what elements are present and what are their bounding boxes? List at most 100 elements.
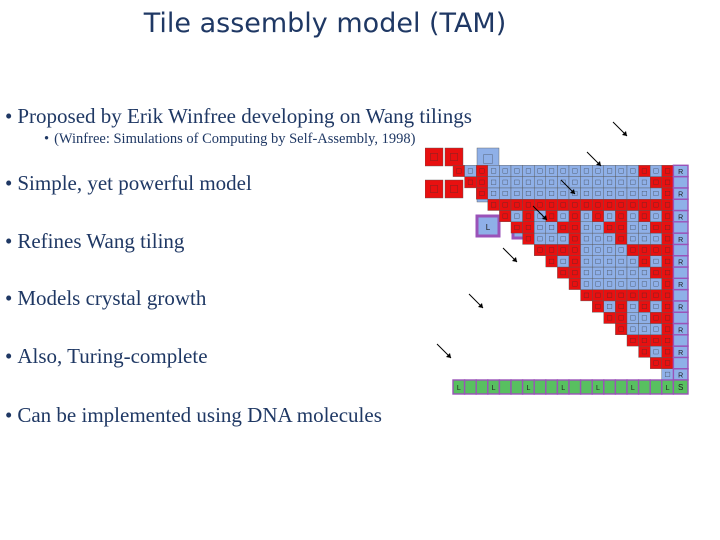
assembly-tile xyxy=(522,210,535,223)
assembly-tile xyxy=(649,198,662,211)
assembly-tile-inner xyxy=(665,236,671,242)
assembly-tile xyxy=(522,187,535,200)
assembly-tile-inner xyxy=(549,191,555,196)
assembly-tile-inner xyxy=(525,168,531,174)
assembly-tile-inner xyxy=(537,236,543,242)
bullet-text: Simple, yet powerful model xyxy=(17,171,252,195)
boundary-tile-bottom xyxy=(568,379,582,395)
assembly-tile xyxy=(568,232,581,245)
assembly-tile-inner xyxy=(630,225,636,230)
assembly-tile xyxy=(626,221,639,234)
assembly-tile-inner xyxy=(537,213,543,219)
assembly-tile xyxy=(580,176,593,189)
assembly-tile xyxy=(603,198,616,211)
assembly-tile-inner xyxy=(549,202,555,208)
assembly-tile xyxy=(661,198,674,211)
assembly-tile xyxy=(626,278,639,290)
assembly-tile xyxy=(649,187,662,200)
assembly-tile-inner xyxy=(665,168,671,174)
assembly-tile-inner xyxy=(537,179,543,185)
assembly-tile xyxy=(603,244,616,256)
assembly-tile-inner xyxy=(630,326,636,332)
assembly-tile xyxy=(591,255,604,268)
assembly-tile xyxy=(603,289,616,302)
assembly-tile-inner xyxy=(653,168,659,174)
assembly-tile xyxy=(499,165,512,177)
assembly-tile-inner xyxy=(595,236,601,242)
assembly-tile xyxy=(626,165,639,177)
assembly-tile xyxy=(615,300,628,313)
boundary-r-label: R xyxy=(678,214,683,221)
assembly-tile-inner xyxy=(525,213,531,219)
assembly-tile xyxy=(603,232,616,245)
bullet-crystal: •Models crystal growth xyxy=(5,286,206,311)
assembly-tile-inner xyxy=(583,168,589,174)
assembly-tile xyxy=(568,176,581,189)
bullet-dna: •Can be implemented using DNA molecules xyxy=(5,403,382,428)
assembly-tile-inner xyxy=(665,360,671,366)
assembly-tile xyxy=(638,266,651,279)
assembly-tile-inner xyxy=(549,258,555,264)
assembly-tile-inner xyxy=(607,247,613,253)
assembly-tile-inner xyxy=(665,258,671,264)
tile-set-blue-a-inner xyxy=(483,154,493,164)
assembly-tile xyxy=(649,176,662,189)
assembly-tile xyxy=(638,187,651,200)
assembly-tile-inner xyxy=(607,236,613,242)
assembly-tile xyxy=(638,311,651,324)
assembly-tile-inner xyxy=(595,179,601,185)
boundary-r-label: R xyxy=(678,192,683,199)
assembly-tile-inner xyxy=(641,349,647,355)
assembly-tile-inner xyxy=(537,225,543,230)
boundary-tile-bottom xyxy=(579,379,593,395)
assembly-tile-inner xyxy=(583,281,589,287)
assembly-tile-inner xyxy=(572,213,578,219)
assembly-tile xyxy=(661,323,674,336)
assembly-tile xyxy=(661,176,674,189)
assembly-tile xyxy=(533,244,546,256)
bullet-marker: • xyxy=(5,344,13,368)
boundary-r-label: R xyxy=(678,305,683,312)
assembly-tile xyxy=(487,176,500,189)
assembly-tile-inner xyxy=(525,191,531,196)
assembly-tile xyxy=(603,255,616,268)
assembly-tile-inner xyxy=(630,304,636,309)
assembly-tile xyxy=(626,244,639,256)
assembly-tile-inner xyxy=(491,202,497,208)
assembly-tile xyxy=(615,278,628,290)
assembly-tile-inner xyxy=(665,247,671,253)
assembly-tile xyxy=(510,176,523,189)
assembly-tile-inner xyxy=(572,179,578,185)
assembly-tile-inner xyxy=(607,315,613,321)
assembly-tile-inner xyxy=(583,270,589,276)
assembly-tile-inner xyxy=(653,258,659,264)
assembly-tile xyxy=(510,198,523,211)
assembly-tile xyxy=(615,165,628,177)
assembly-tile xyxy=(591,176,604,189)
assembly-tile-inner xyxy=(618,168,624,174)
assembly-tile xyxy=(557,187,570,200)
boundary-tile-bottom xyxy=(637,379,651,395)
assembly-tile-inner xyxy=(665,270,671,276)
assembly-tile xyxy=(626,187,639,200)
growth-arrow-head xyxy=(570,189,575,194)
assembly-tile xyxy=(568,210,581,223)
growth-arrow-head xyxy=(542,215,547,220)
assembly-tile-inner xyxy=(641,338,647,343)
assembly-tile-inner xyxy=(618,258,624,264)
assembly-tile-inner xyxy=(525,236,531,242)
assembly-tile xyxy=(661,210,674,223)
assembly-tile-inner xyxy=(653,281,659,287)
assembly-tile-inner xyxy=(572,247,578,253)
assembly-tile xyxy=(649,266,662,279)
assembly-tile-inner xyxy=(641,213,647,219)
assembly-tile xyxy=(533,187,546,200)
assembly-tile xyxy=(638,278,651,290)
assembly-tile xyxy=(522,221,535,234)
assembly-tile xyxy=(557,232,570,245)
assembly-tile xyxy=(545,176,558,189)
assembly-tile xyxy=(649,244,662,256)
assembly-tile xyxy=(591,300,604,313)
assembly-tile-inner xyxy=(583,236,589,242)
growth-arrow-head xyxy=(478,303,483,308)
